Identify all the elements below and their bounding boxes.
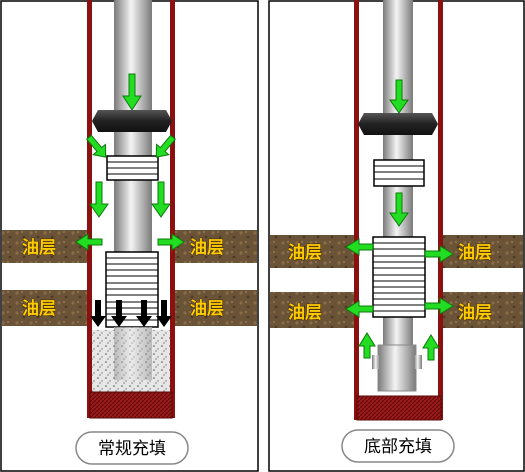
casing-wall-left bbox=[87, 0, 92, 418]
oil-layer-label: 油层 bbox=[288, 242, 322, 263]
crossover-tool bbox=[373, 159, 425, 187]
oil-layer-band bbox=[270, 235, 357, 268]
oil-layer-label: 油层 bbox=[190, 298, 224, 319]
panel-caption: 常规充填 bbox=[98, 439, 166, 459]
green-arrow-icon bbox=[345, 79, 454, 361]
casing-wall-right bbox=[438, 0, 443, 420]
oil-layer-band bbox=[441, 235, 523, 268]
sand-screen bbox=[372, 236, 426, 318]
oil-layer-label: 油层 bbox=[458, 242, 492, 263]
panel-caption: 底部充填 bbox=[364, 437, 432, 457]
oil-layer-label: 油层 bbox=[22, 298, 56, 319]
oil-layer-band bbox=[172, 290, 257, 326]
oil-layer-band bbox=[2, 230, 90, 263]
oil-layer-band bbox=[172, 230, 257, 263]
oil-layer-label: 油层 bbox=[288, 302, 322, 323]
packer bbox=[92, 110, 172, 132]
oil-layer-band bbox=[270, 292, 357, 328]
caption-pill bbox=[75, 431, 189, 465]
oil-layer-band bbox=[2, 290, 90, 326]
panel-left: 油层 油层 油层 油层 常规充填 bbox=[0, 0, 259, 472]
casing-wall-left bbox=[354, 0, 359, 420]
caption-pill bbox=[341, 429, 455, 463]
oil-layer-label: 油层 bbox=[22, 237, 56, 258]
washpipe-end bbox=[377, 344, 417, 392]
green-arrow-icon bbox=[75, 73, 185, 251]
oil-layer-label: 油层 bbox=[190, 237, 224, 258]
casing-wall-right bbox=[170, 0, 175, 418]
black-down-arrow-icon bbox=[90, 300, 172, 327]
sump-plug bbox=[89, 391, 173, 419]
sump-plug bbox=[356, 395, 442, 421]
oil-layer-label: 油层 bbox=[458, 302, 492, 323]
panel-right: 油层 油层 油层 油层 底部充填 bbox=[268, 0, 525, 472]
packer bbox=[358, 113, 438, 135]
oil-layer-band bbox=[441, 292, 523, 328]
